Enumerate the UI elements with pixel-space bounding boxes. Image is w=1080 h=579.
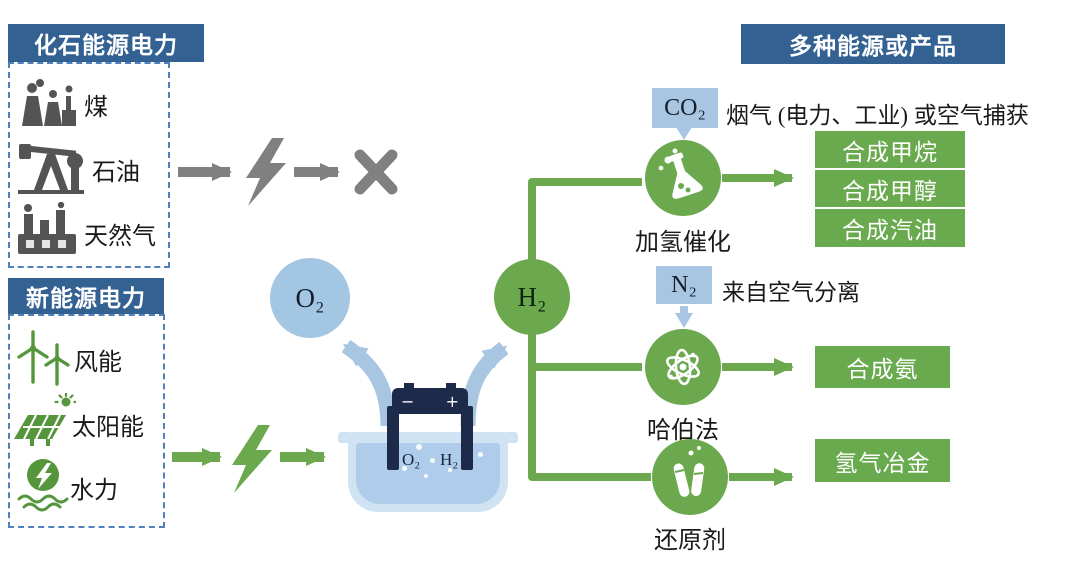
anode-gas-label: O₂ <box>402 450 421 469</box>
fossil-panel-header: 化石能源电力 <box>8 24 204 62</box>
cathode-electrode <box>461 406 473 470</box>
co2-feed-box: CO₂ <box>652 88 718 128</box>
bubble <box>402 466 407 471</box>
battery-terminal-right <box>446 383 456 389</box>
catalysis-circle <box>645 140 721 216</box>
co2-feed-note: 烟气 (电力、工业) 或空气捕获 <box>726 103 1029 128</box>
reducer-circle <box>652 439 728 515</box>
product-gasoline: 合成汽油 <box>815 209 965 247</box>
fuel-label-coal: 煤 <box>84 95 108 121</box>
green-lightning-icon <box>232 425 272 493</box>
bubble <box>416 444 422 450</box>
coal-power-plant-icon <box>14 74 80 133</box>
blocked-x-icon <box>354 149 398 195</box>
bubble <box>424 474 428 478</box>
product-ammonia: 合成氨 <box>815 346 950 388</box>
flask-icon <box>658 148 703 199</box>
renewable-header-label: 新能源电力 <box>26 286 146 311</box>
cell-rim-right <box>504 432 518 443</box>
wind-turbines-icon <box>12 328 74 391</box>
n2-feed-box: N₂ <box>656 266 712 304</box>
hydrogen-circle: H₂ <box>494 259 570 335</box>
product-methane-label: 合成甲烷 <box>842 139 938 165</box>
product-methanol: 合成甲醇 <box>815 170 965 207</box>
oil-pumpjack-icon <box>16 136 90 201</box>
co2-label: CO₂ <box>664 94 706 121</box>
n2-feed-arrow <box>675 313 693 328</box>
product-methane: 合成甲烷 <box>815 131 965 168</box>
products-header: 多种能源或产品 <box>741 24 1005 64</box>
bubble <box>478 452 483 457</box>
cell-rim-left <box>338 432 352 443</box>
renewable-panel-header: 新能源电力 <box>8 278 164 314</box>
haber-circle <box>645 329 721 405</box>
fossil-header-label: 化石能源电力 <box>34 33 178 58</box>
n2-feed-note: 来自空气分离 <box>722 280 860 305</box>
battery-plus-label: + <box>445 391 459 411</box>
anode-electrode <box>387 406 399 470</box>
reducer-label: 还原剂 <box>654 528 726 554</box>
bubble <box>430 458 435 463</box>
h2-branch-reduction <box>528 297 651 481</box>
fuel-label-natural-gas: 天然气 <box>84 224 156 250</box>
solar-panel-icon <box>10 392 78 454</box>
fuel-label-solar: 太阳能 <box>72 415 144 441</box>
gas-plant-icon <box>14 201 80 261</box>
hydrogen-label: H₂ <box>517 281 547 312</box>
cathode-gas-label: H₂ <box>440 450 459 469</box>
battery-icon: − + <box>392 388 468 414</box>
bubble <box>448 468 452 472</box>
n2-label: N₂ <box>671 271 697 298</box>
hydrogen-output-arrow <box>460 341 509 427</box>
atom-icon <box>666 348 700 386</box>
oxygen-output-arrow <box>341 339 396 427</box>
fuel-label-oil: 石油 <box>92 160 140 186</box>
hydropower-icon <box>14 454 72 517</box>
product-ammonia-label: 合成氨 <box>846 357 919 382</box>
battery-minus-label: − <box>401 391 415 411</box>
co2-feed-arrow <box>676 127 692 140</box>
products-header-label: 多种能源或产品 <box>789 34 957 59</box>
h2-branch-catalysis <box>528 178 642 297</box>
fuel-label-hydro: 水力 <box>70 478 118 504</box>
test-tubes-icon <box>673 446 705 497</box>
product-methanol-label: 合成甲醇 <box>842 178 938 204</box>
product-metallurgy-label: 氢气冶金 <box>834 450 931 476</box>
fuel-label-wind: 风能 <box>74 350 122 376</box>
product-gasoline-label: 合成汽油 <box>842 218 938 243</box>
fossil-panel-box <box>8 62 170 268</box>
battery-terminal-left <box>404 383 414 389</box>
catalysis-label: 加氢催化 <box>635 230 731 256</box>
electrolyte-liquid <box>356 443 500 504</box>
oxygen-circle: O₂ <box>270 258 350 338</box>
oxygen-label: O₂ <box>295 282 325 313</box>
gray-lightning-icon <box>246 138 286 206</box>
product-metallurgy: 氢气冶金 <box>815 439 950 482</box>
